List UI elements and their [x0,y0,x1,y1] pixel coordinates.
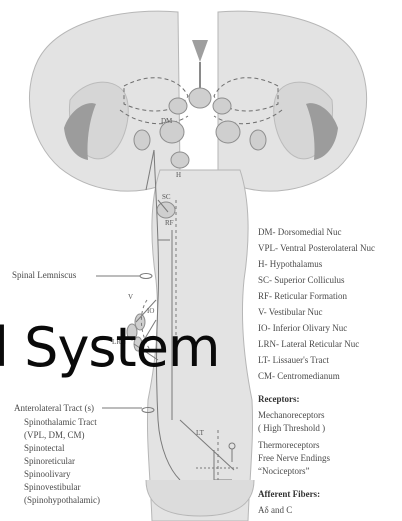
receptor-item: Mechanoreceptors [258,410,324,420]
legend-abbreviation: RF- Reticular Formation [258,291,347,301]
tract-item: (VPL, DM, CM) [24,430,85,440]
legend-abbreviation: VPL- Ventral Posterolateral Nuc [258,243,375,253]
tract-item: Spinoreticular [24,456,75,466]
afferent-item: Aδ and C [258,505,292,515]
label-lt: LT [196,428,204,438]
afferent-heading: Afferent Fibers: [258,489,320,499]
legend-abbreviation: V- Vestibular Nuc [258,307,323,317]
receptor-item: Thermoreceptors [258,440,319,450]
label-sc: SC [162,192,171,202]
legend-abbreviation: SC- Superior Colliculus [258,275,345,285]
overlay-title: l System [0,318,220,378]
legend-abbreviation: LRN- Lateral Reticular Nuc [258,339,359,349]
label-rf: RF [165,218,174,228]
spinal-lemniscus-label: Spinal Lemniscus [12,270,76,280]
legend-abbreviation: LT- Lissauer's Tract [258,355,329,365]
tract-item: Spinoolivary [24,469,71,479]
tract-item: Spinothalamic Tract [24,417,97,427]
anterolateral-tract-label: Anterolateral Tract (s) [14,403,94,413]
receptor-item: Free Nerve Endings [258,453,330,463]
label-dm: DM [161,116,172,126]
legend-abbreviation: CM- Centromedianum [258,371,340,381]
legend-abbreviation: DM- Dorsomedial Nuc [258,227,341,237]
label-h: H [176,170,181,180]
legend-abbreviation: IO- Inferior Olivary Nuc [258,323,347,333]
tract-item: Spinovestibular [24,482,81,492]
receptor-item: “Nociceptors” [258,466,309,476]
receptor-item: ( High Threshold ) [258,423,325,433]
tract-item: (Spinohypothalamic) [24,495,100,505]
label-io: IO [147,306,154,316]
legend-abbreviation: H- Hypothalamus [258,259,322,269]
tract-item: Spinotectal [24,443,65,453]
label-v: V [128,292,133,302]
receptors-heading: Receptors: [258,394,299,404]
